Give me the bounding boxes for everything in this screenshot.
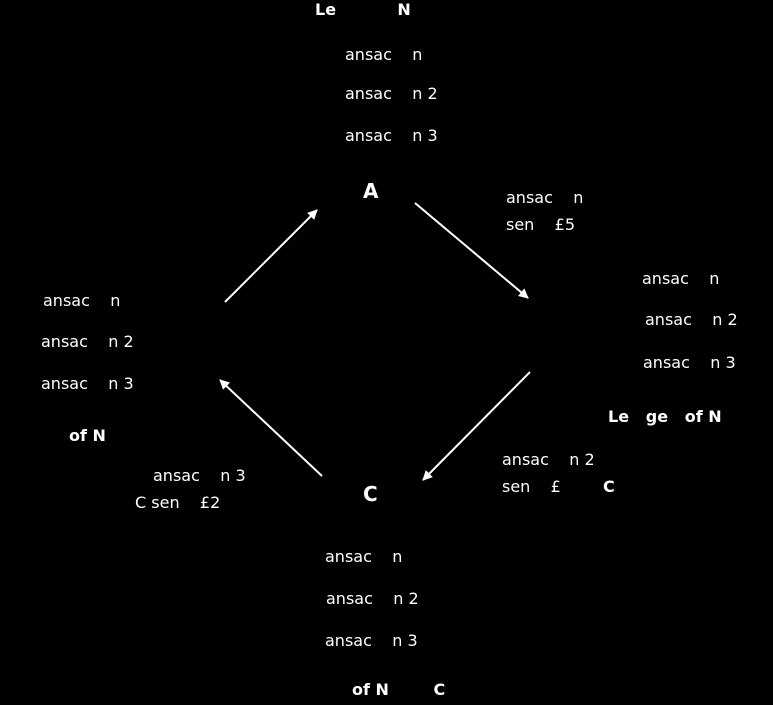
arrow-c-to-d: [219, 379, 323, 477]
node-c: C: [363, 482, 378, 506]
right-block-line-2: ansac n 2: [645, 310, 738, 329]
top-block-line-1: ansac n: [345, 45, 423, 64]
top-block-line-2: ansac n 2: [345, 84, 438, 103]
edge-c-d-line-1: ansac n 3: [153, 466, 246, 485]
node-a: A: [363, 179, 379, 203]
arrow-d-to-a: [224, 209, 318, 303]
bottom-block-line-1: ansac n: [325, 547, 403, 566]
top-block-title: Le N: [315, 0, 411, 19]
bottom-block-line-2: ansac n 2: [326, 589, 419, 608]
left-block-title: of N: [69, 426, 106, 445]
arrow-a-to-b: [414, 202, 529, 299]
right-block-line-3: ansac n 3: [643, 353, 736, 372]
edge-b-c-line-2: sen £: [502, 477, 561, 496]
right-block-title: Le ge of N: [608, 407, 722, 426]
bottom-block-line-3: ansac n 3: [325, 631, 418, 650]
edge-b-c-line-1: ansac n 2: [502, 450, 595, 469]
left-block-line-1: ansac n: [43, 291, 121, 310]
edge-a-b-line-1: ansac n: [506, 188, 584, 207]
arrow-b-to-c: [422, 371, 531, 481]
top-block-line-3: ansac n 3: [345, 126, 438, 145]
right-block-line-1: ansac n: [642, 269, 720, 288]
bottom-block-title: of N C: [352, 680, 446, 699]
left-block-line-3: ansac n 3: [41, 374, 134, 393]
edge-c-d-line-2: C sen £2: [135, 493, 221, 512]
edge-b-c-line-2-label: C: [603, 477, 615, 496]
left-block-line-2: ansac n 2: [41, 332, 134, 351]
edge-a-b-line-2: sen £5: [506, 215, 576, 234]
